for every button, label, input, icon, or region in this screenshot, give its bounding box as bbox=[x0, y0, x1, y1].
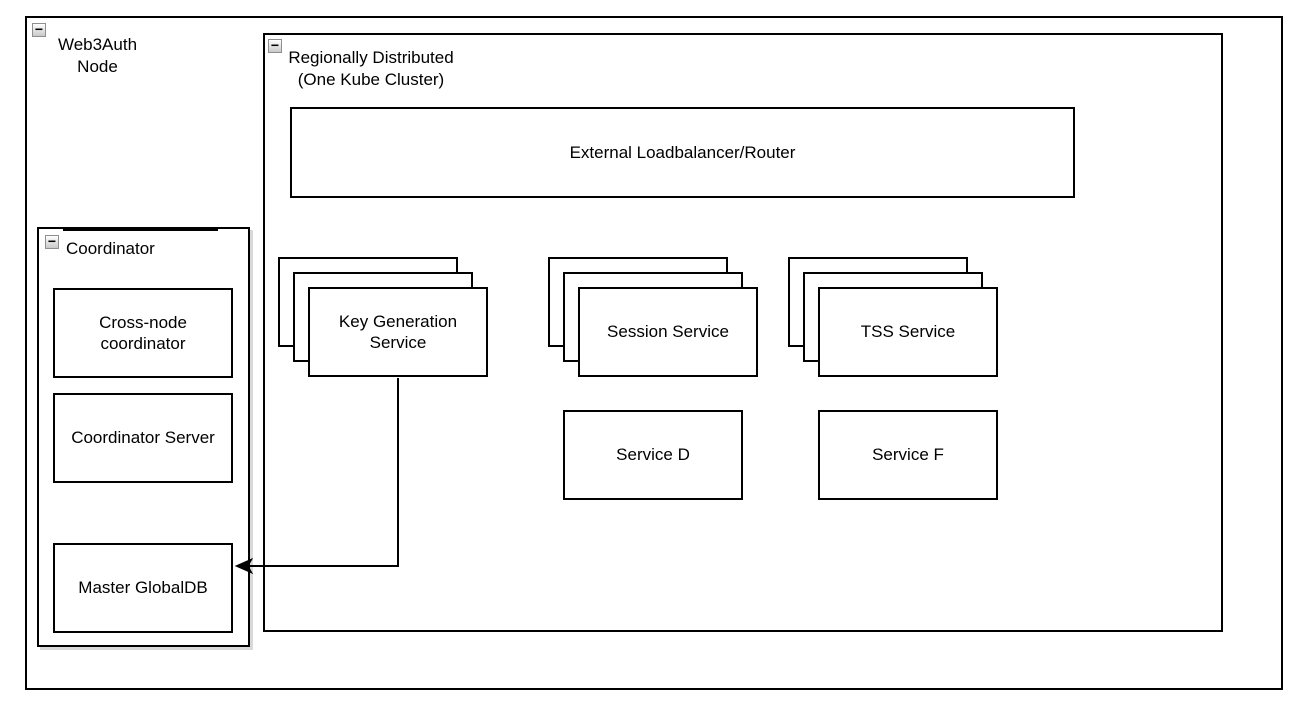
node-tss-service-label: TSS Service bbox=[860, 322, 956, 342]
node-external-loadbalancer[interactable]: External Loadbalancer/Router bbox=[290, 107, 1075, 198]
node-cross-node-coordinator-label: Cross-node coordinator bbox=[99, 312, 187, 353]
group-regionally-distributed-label: Regionally Distributed (One Kube Cluster… bbox=[288, 48, 454, 90]
node-coordinator-server[interactable]: Coordinator Server bbox=[53, 393, 233, 483]
node-coordinator-server-label: Coordinator Server bbox=[71, 428, 215, 448]
node-cross-node-coordinator[interactable]: Cross-node coordinator bbox=[53, 288, 233, 378]
node-service-f-label: Service F bbox=[872, 445, 944, 465]
node-key-generation-service-label: Key Generation Service bbox=[338, 311, 458, 352]
node-service-f[interactable]: Service F bbox=[818, 410, 998, 500]
group-coordinator-label: Coordinator bbox=[66, 239, 155, 258]
collapse-minus-icon[interactable]: − bbox=[32, 22, 46, 37]
node-session-service-label: Session Service bbox=[607, 322, 729, 342]
group-web3auth-node-label: Web3Auth Node bbox=[57, 35, 138, 77]
node-tss-service[interactable]: TSS Service bbox=[818, 287, 998, 377]
node-service-d-label: Service D bbox=[616, 445, 690, 465]
node-service-d[interactable]: Service D bbox=[563, 410, 743, 500]
node-master-globaldb[interactable]: Master GlobalDB bbox=[53, 543, 233, 633]
node-external-loadbalancer-label: External Loadbalancer/Router bbox=[569, 142, 796, 162]
node-master-globaldb-label: Master GlobalDB bbox=[78, 578, 208, 598]
node-session-service[interactable]: Session Service bbox=[578, 287, 758, 377]
collapse-minus-icon[interactable]: − bbox=[45, 234, 59, 249]
node-key-generation-service[interactable]: Key Generation Service bbox=[308, 287, 488, 377]
collapse-minus-icon[interactable]: − bbox=[268, 38, 282, 53]
